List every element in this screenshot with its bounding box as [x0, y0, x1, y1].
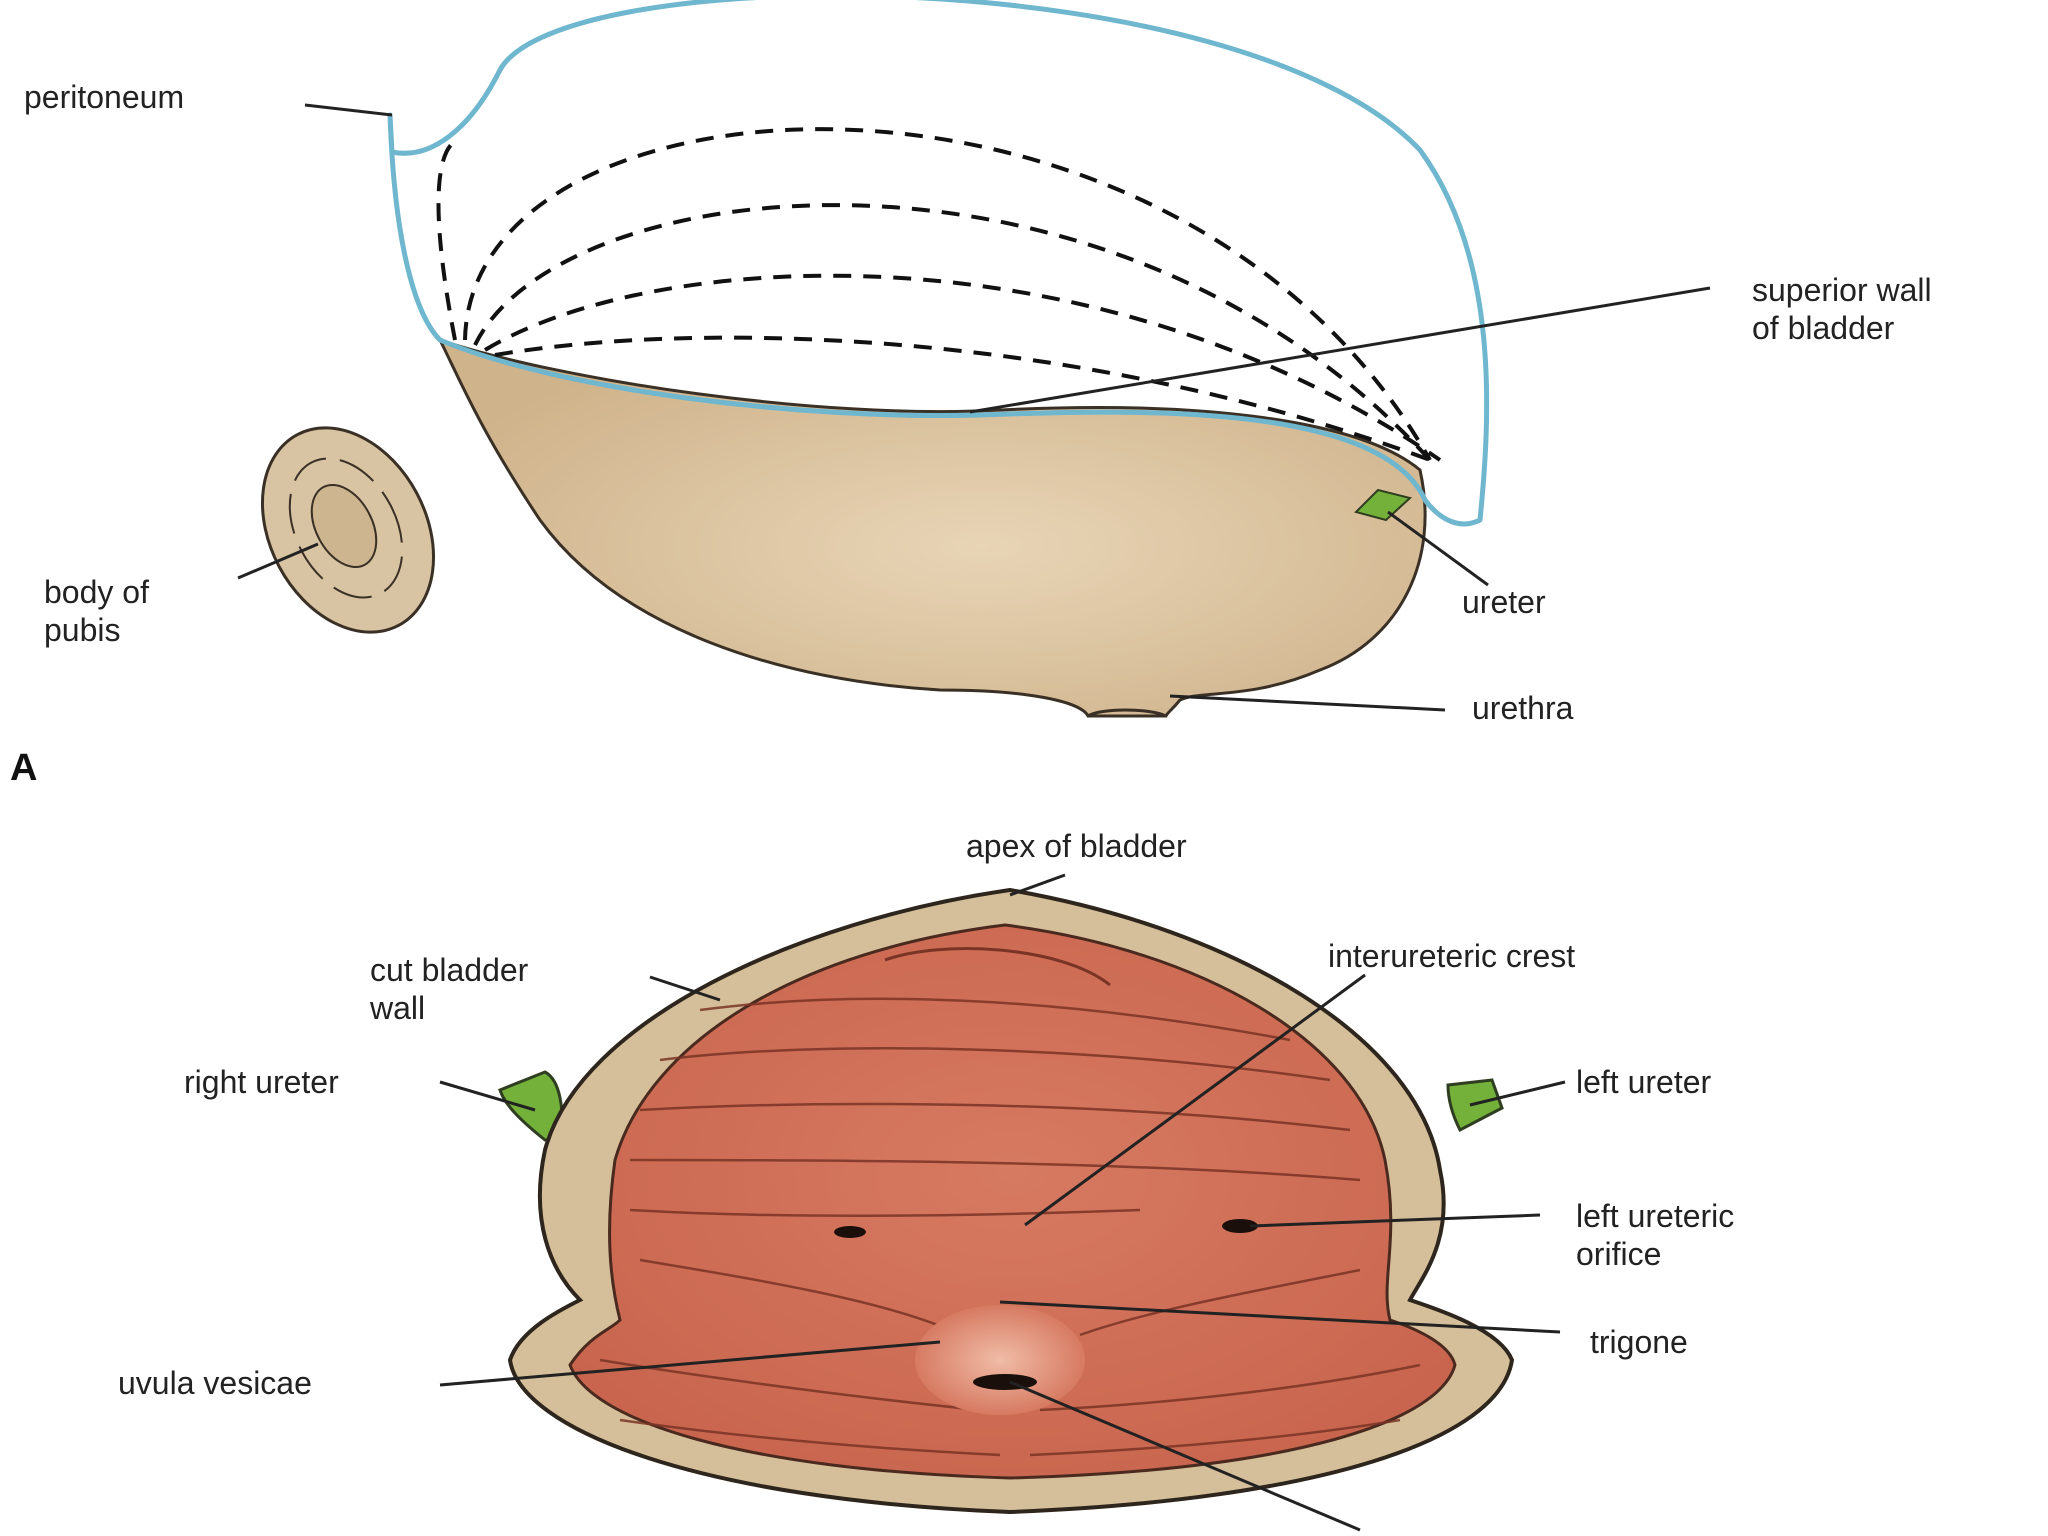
right-ureteric-orifice [834, 1226, 866, 1238]
fold-1 [699, 997, 1291, 1042]
label-superior-wall-line2: of bladder [1752, 310, 1895, 346]
urethra-outlet [1087, 708, 1167, 718]
label-interureteric-crest: interureteric crest [1328, 938, 1576, 974]
leader-bottom-unlabeled [1009, 1380, 1361, 1532]
label-urethra: urethra [1472, 690, 1574, 726]
dashed-level-5 [436, 138, 461, 341]
leader-body-of-pubis [237, 542, 319, 580]
label-peritoneum: peritoneum [24, 79, 185, 115]
panel-letter-a: A [10, 747, 38, 789]
bladder-filling-dashed-lines [436, 127, 1442, 462]
bladder-body [437, 337, 1427, 718]
fold-11 [1029, 1418, 1401, 1457]
apex-dome [884, 947, 1111, 987]
panel-a-leaders [237, 103, 1711, 712]
fold-4 [629, 1158, 1361, 1182]
leader-apex [1009, 873, 1066, 897]
leader-urethra [1169, 694, 1446, 712]
fold-10 [619, 1418, 1001, 1457]
dashed-level-4 [463, 127, 1432, 461]
fold-2 [659, 1047, 1331, 1082]
label-right-ureter: right ureter [184, 1064, 339, 1100]
uvula-vesicae [915, 1305, 1085, 1415]
label-superior-wall-line1: superior wall [1752, 272, 1932, 308]
label-uvula-vesicae: uvula vesicae [118, 1365, 312, 1401]
label-ureter: ureter [1462, 584, 1546, 620]
leader-uvula-vesicae [439, 1340, 941, 1387]
fold-9 [1039, 1363, 1421, 1412]
leader-left-ureter [1469, 1080, 1566, 1107]
label-left-ureteric-orifice-line2: orifice [1576, 1236, 1662, 1272]
dashed-level-1 [494, 335, 1431, 462]
leader-ureter [1387, 510, 1489, 587]
label-apex-of-bladder: apex of bladder [966, 828, 1187, 864]
label-left-ureter: left ureter [1576, 1064, 1712, 1100]
peritoneum-line [387, 0, 1490, 527]
label-trigone: trigone [1590, 1324, 1688, 1360]
fold-6 [639, 1258, 951, 1332]
dashed-level-2 [483, 273, 1442, 462]
panel-a [237, 0, 1711, 718]
fold-7 [1079, 1268, 1361, 1337]
pubis-core [310, 483, 378, 569]
label-left-ureteric-orifice-line1: left ureteric [1576, 1198, 1735, 1234]
leader-left-ureteric-orifice [1249, 1213, 1541, 1228]
leader-cut-wall [649, 975, 721, 1002]
leader-trigone [999, 1300, 1561, 1334]
left-ureteric-orifice [1222, 1219, 1258, 1233]
label-body-of-pubis-line1: body of [44, 574, 149, 610]
fold-5 [629, 1208, 1141, 1218]
panel-b-leaders [439, 873, 1566, 1532]
dashed-level-3 [473, 203, 1432, 462]
label-cut-bladder-wall-line1: cut bladder [370, 952, 529, 988]
leader-right-ureter [439, 1080, 536, 1112]
panel-b [439, 873, 1566, 1532]
bladder-mucosa [568, 923, 1457, 1480]
leader-peritoneum [304, 103, 393, 117]
mucosal-folds [599, 997, 1421, 1457]
pubis-bone [260, 426, 436, 634]
label-body-of-pubis-line2: pubis [44, 612, 121, 648]
ureter-stub-a [1354, 488, 1413, 522]
internal-urethral-orifice [973, 1374, 1037, 1390]
label-cut-bladder-wall-line2: wall [370, 990, 426, 1026]
leader-interureteric-crest [1024, 973, 1366, 1227]
fold-3 [639, 1102, 1351, 1132]
leader-superior-wall [969, 286, 1711, 414]
